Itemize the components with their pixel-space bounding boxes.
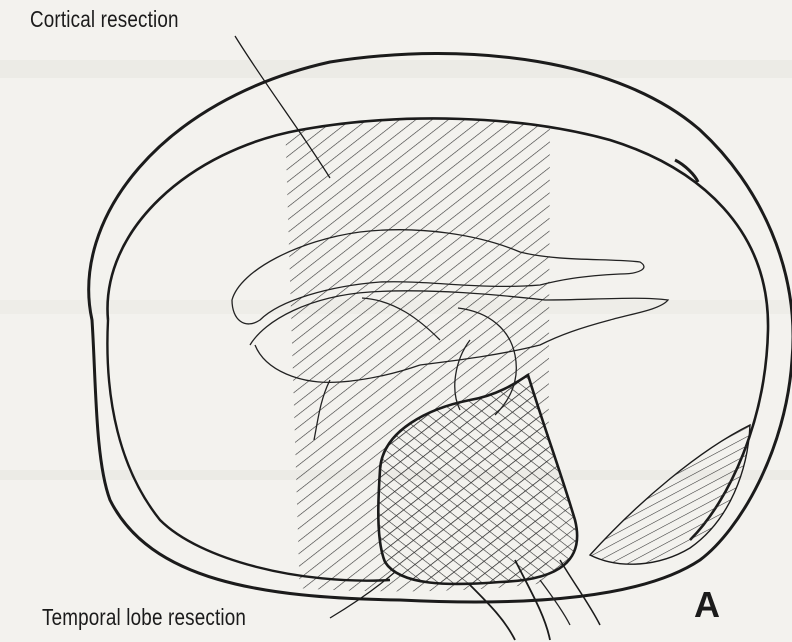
- panel-letter: A: [694, 584, 720, 626]
- temporal-lobe-resection-label: Temporal lobe resection: [42, 604, 246, 631]
- cortical-resection-label: Cortical resection: [30, 6, 179, 33]
